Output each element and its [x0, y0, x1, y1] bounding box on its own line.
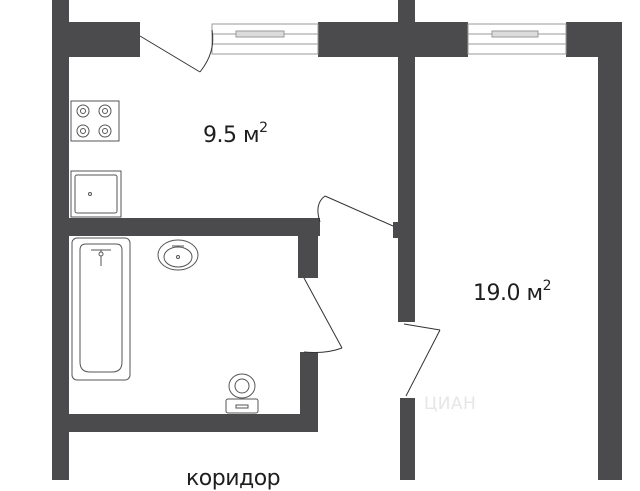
room-label-corridor: коридор	[186, 466, 281, 491]
wall-bathroom-top	[69, 218, 320, 236]
walls	[52, 0, 622, 480]
wall-bathroom-bottom	[69, 414, 318, 432]
area-unit-power: 2	[259, 120, 268, 136]
bathtub-icon	[71, 237, 131, 381]
door-bathroom	[303, 277, 343, 353]
window-living	[467, 23, 567, 55]
wall-divider-upper	[398, 22, 415, 222]
kitchen-sink-icon	[70, 170, 122, 218]
washbasin-icon	[157, 239, 199, 271]
wall-divider-lower-a	[398, 238, 415, 322]
wall-right-outer	[598, 22, 622, 480]
wall-top-stub-a	[52, 0, 69, 22]
wall-top-left-stub	[52, 22, 140, 57]
area-value: 9.5	[203, 123, 237, 148]
window-kitchen	[211, 23, 319, 55]
doors	[139, 29, 441, 397]
wall-divider-lower-b	[400, 398, 415, 480]
door-kitchen-to-living	[317, 195, 394, 227]
fixtures	[70, 100, 259, 414]
area-unit: м	[526, 281, 543, 306]
room-area-living: 19.0 м2	[473, 278, 552, 306]
room-area-kitchen: 9.5 м2	[203, 120, 268, 148]
door-kitchen-entry	[139, 29, 214, 73]
wall-top-center	[318, 22, 468, 57]
door-living	[403, 323, 441, 397]
toilet-icon	[225, 373, 259, 414]
wall-divider-mid	[393, 222, 415, 238]
windows	[211, 23, 567, 55]
wall-top-stub-b	[398, 0, 415, 22]
stove-icon	[70, 100, 120, 142]
wall-left-outer	[52, 0, 69, 480]
wall-bathroom-right	[298, 236, 318, 278]
wall-bathroom-right-lower	[300, 352, 318, 430]
watermark: ЦИАН	[424, 394, 477, 414]
floor-plan	[52, 0, 622, 480]
area-unit-power: 2	[542, 278, 552, 294]
area-value: 19.0	[473, 281, 520, 306]
area-unit: м	[243, 123, 260, 148]
